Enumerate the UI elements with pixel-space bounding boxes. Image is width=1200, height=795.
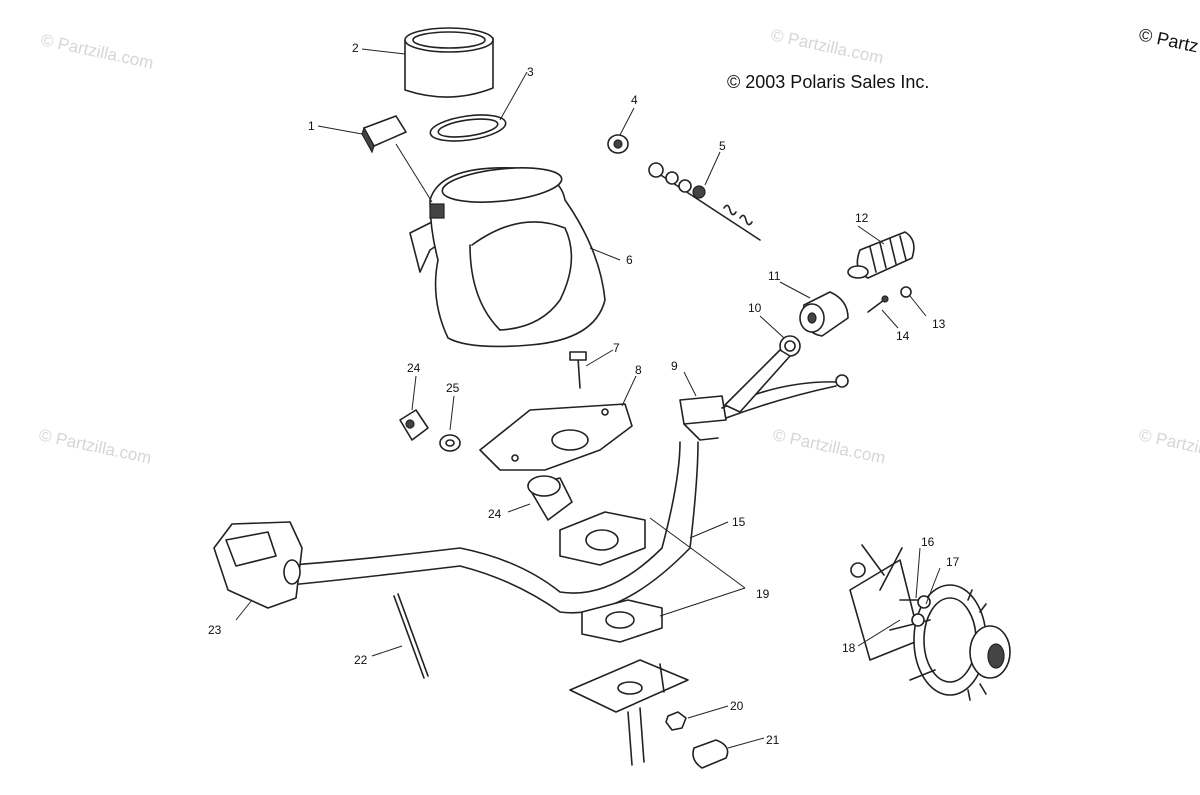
callout-11: 11 xyxy=(768,269,781,283)
callout-13: 13 xyxy=(932,317,946,331)
part-6-headlight-pod xyxy=(409,166,606,348)
callout-18: 18 xyxy=(842,641,856,655)
callout-5: 5 xyxy=(719,139,726,153)
part-4-nut xyxy=(607,134,629,154)
corner-copyright-mark: © Partz xyxy=(1137,24,1200,56)
callout-10: 10 xyxy=(748,301,762,315)
watermark-mid-right: © Partzilla.com xyxy=(1137,425,1200,467)
callout-22: 22 xyxy=(354,653,368,667)
callout-25: 25 xyxy=(446,381,460,395)
part-20-nut xyxy=(665,711,687,731)
callout-2: 2 xyxy=(352,41,359,55)
part-24-switch-upper xyxy=(399,409,429,441)
part-3-ring xyxy=(429,114,507,142)
callouts: 2 3 1 4 5 6 12 11 10 13 14 7 8 9 24 25 2… xyxy=(208,41,960,747)
callout-24-lower: 24 xyxy=(488,507,502,521)
callout-23: 23 xyxy=(208,623,222,637)
part-14-screw xyxy=(867,295,889,313)
copyright-text: © 2003 Polaris Sales Inc. xyxy=(727,72,929,92)
leader-lines xyxy=(235,48,941,749)
callout-12: 12 xyxy=(855,211,869,225)
part-7-bolt xyxy=(569,351,587,389)
part-11-throttle-housing xyxy=(799,291,849,337)
callout-4: 4 xyxy=(631,93,638,107)
callout-19: 19 xyxy=(756,587,770,601)
part-15-handlebar xyxy=(289,441,699,614)
part-1-block xyxy=(361,115,407,154)
part-22-cable-tie xyxy=(393,593,429,679)
riser-bracket xyxy=(569,659,689,766)
callout-20: 20 xyxy=(730,699,744,713)
callout-6: 6 xyxy=(626,253,633,267)
callout-8: 8 xyxy=(635,363,642,377)
part-23-left-control xyxy=(213,521,303,609)
part-13-cap xyxy=(900,286,912,298)
callout-9: 9 xyxy=(671,359,678,373)
part-2-lens-ring xyxy=(404,27,494,98)
watermark-top-center: © Partzilla.com xyxy=(769,25,885,67)
part-21-clamp xyxy=(692,739,729,769)
part-19-lower-clamp xyxy=(581,599,663,643)
part-12-grip xyxy=(847,231,915,279)
callout-16: 16 xyxy=(921,535,935,549)
watermark-mid-center: © Partzilla.com xyxy=(771,425,887,467)
part-5-bolt-assembly xyxy=(648,162,761,241)
watermarks: © Partzilla.com © Partzilla.com © Partzi… xyxy=(37,25,1200,467)
watermark-mid-left: © Partzilla.com xyxy=(37,425,153,467)
callout-1: 1 xyxy=(308,119,315,133)
watermark-top-left: © Partzilla.com xyxy=(39,30,155,72)
callout-7: 7 xyxy=(613,341,620,355)
part-8-mounting-plate xyxy=(479,403,633,471)
callout-17: 17 xyxy=(946,555,960,569)
part-24-ignition-switch xyxy=(527,475,573,521)
callout-24-upper: 24 xyxy=(407,361,421,375)
callout-21: 21 xyxy=(766,733,780,747)
part-16-18-brake-hub xyxy=(849,544,1011,701)
part-25-nut xyxy=(439,434,461,452)
part-9-master-cylinder xyxy=(679,349,849,441)
callout-15: 15 xyxy=(732,515,746,529)
callout-14: 14 xyxy=(896,329,910,343)
part-19-upper-clamp xyxy=(559,511,646,566)
callout-3: 3 xyxy=(527,65,534,79)
